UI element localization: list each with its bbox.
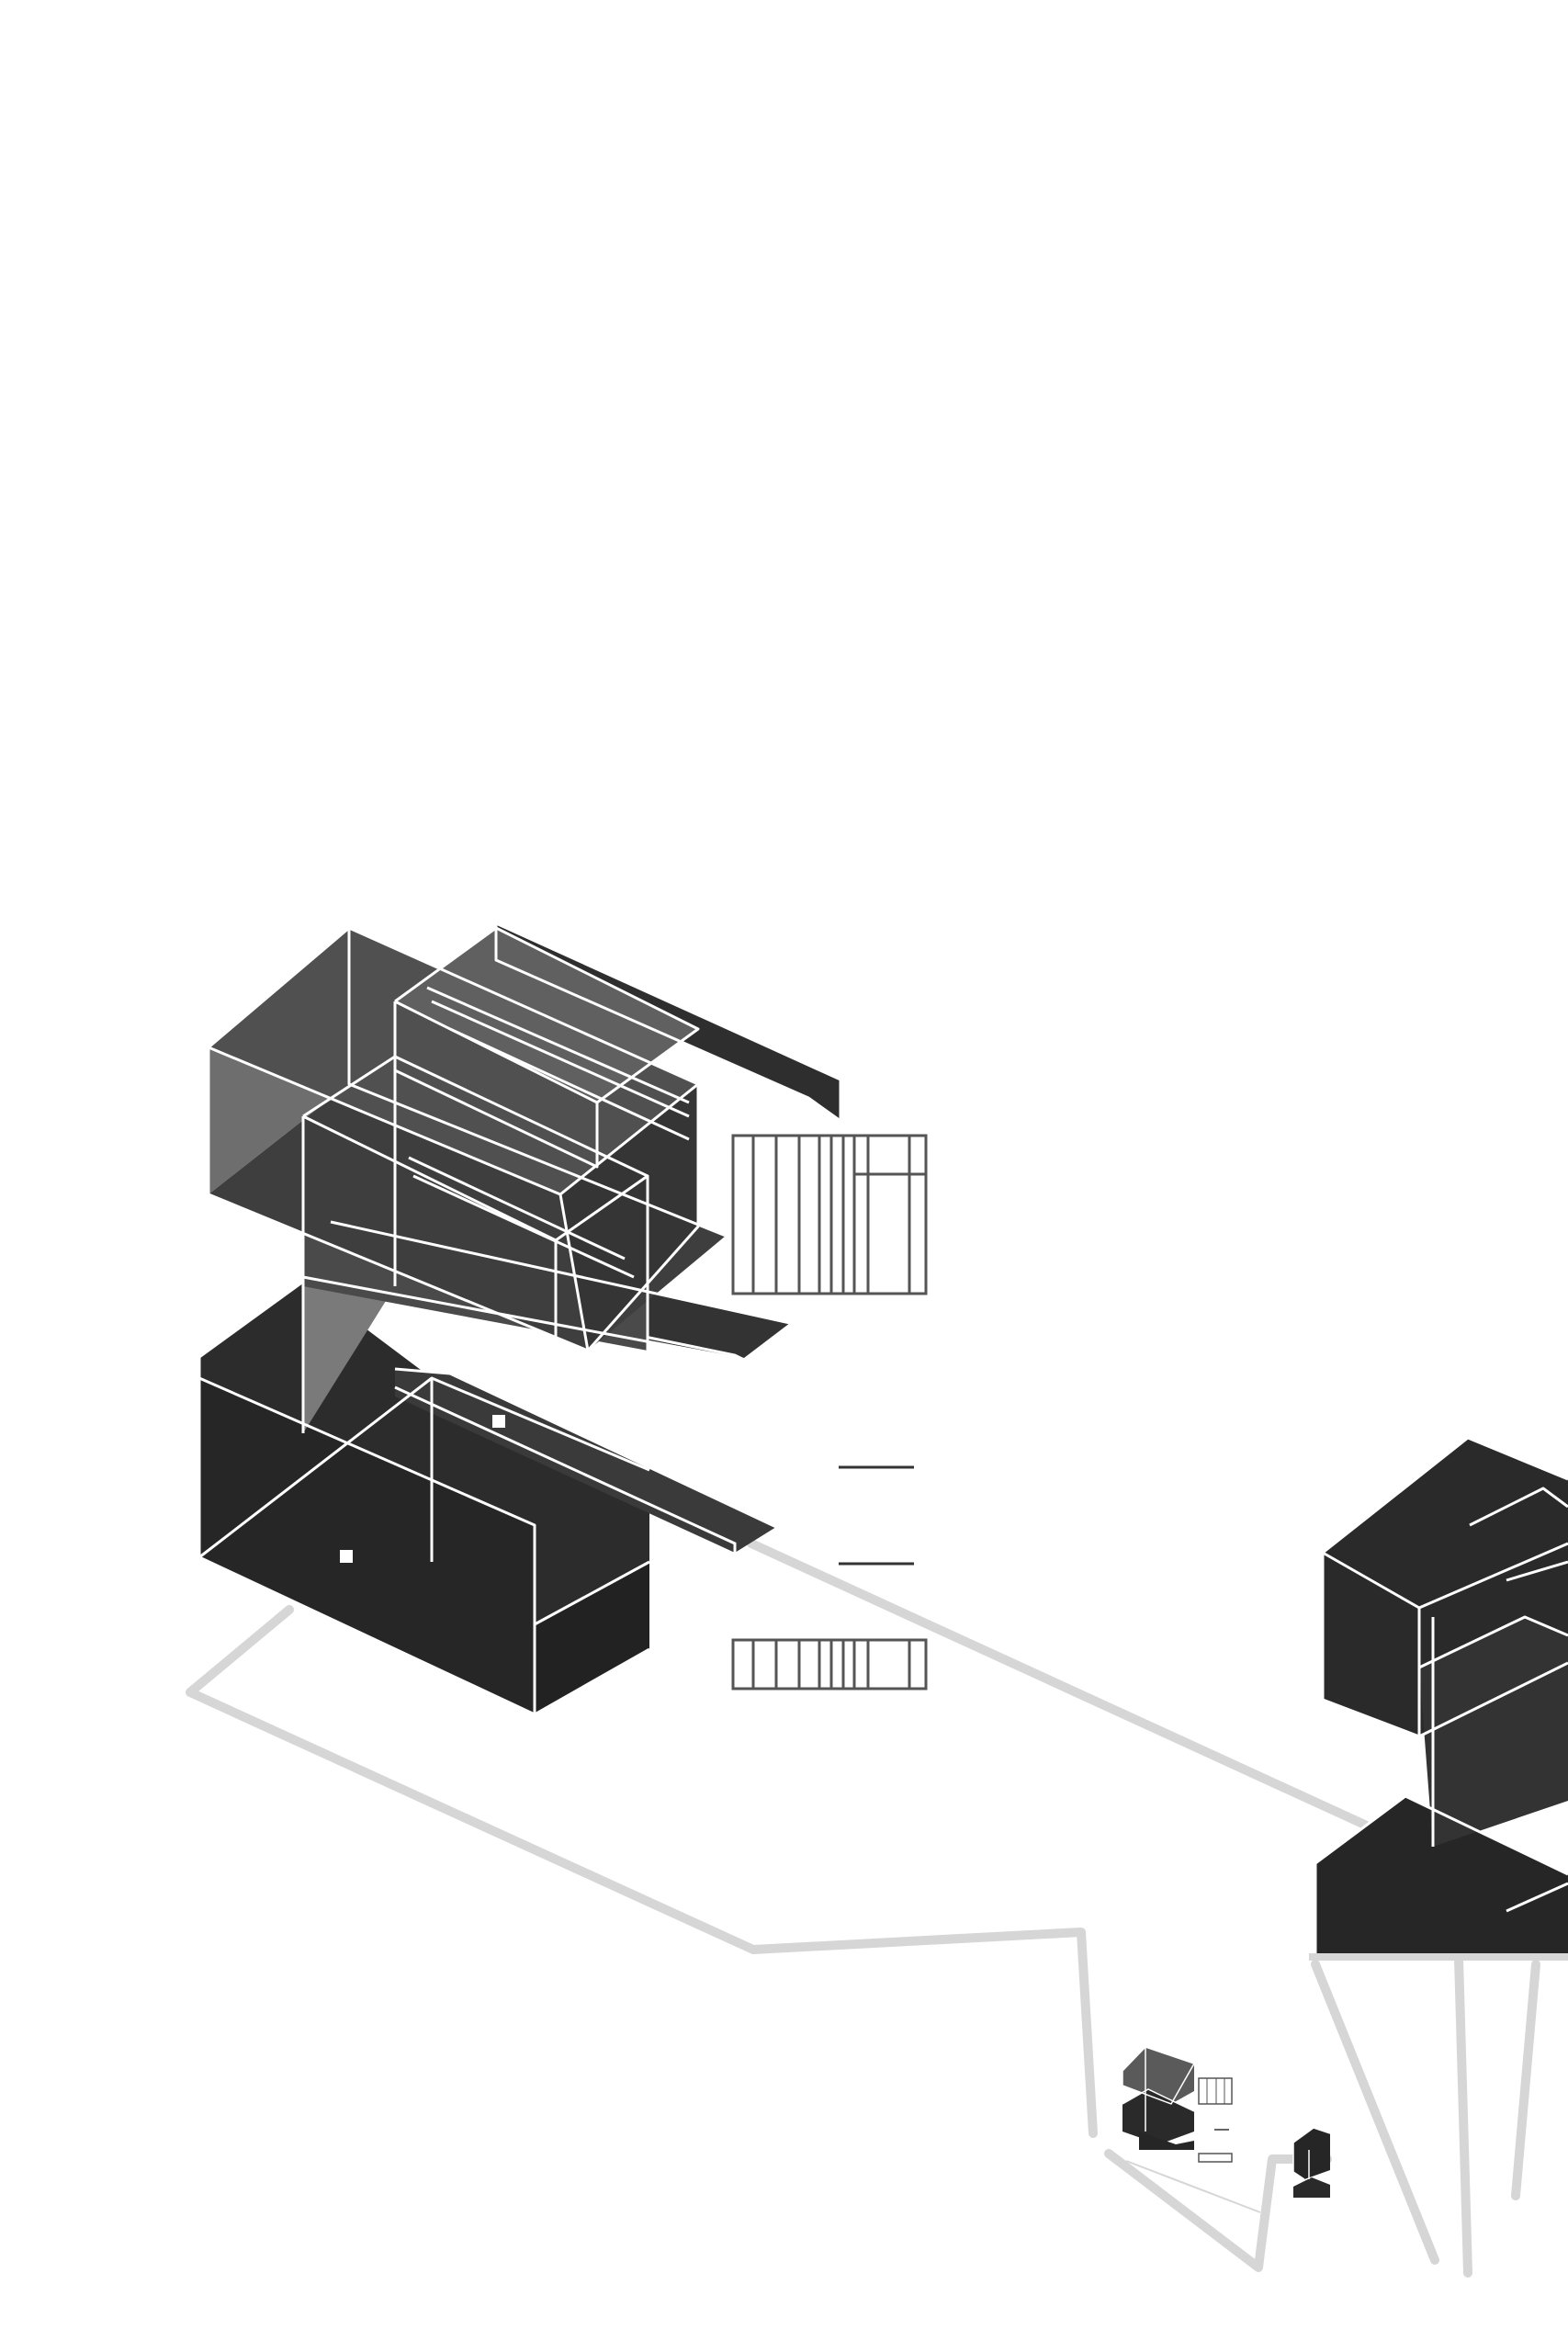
- isometric-building-model-icon: [197, 922, 842, 1716]
- right-wireframe-edges: [1314, 1436, 1568, 1957]
- site-path-ground-2: [1454, 1954, 1472, 2278]
- section-line-icon: [839, 1465, 914, 1566]
- site-outline-path-icon: [186, 1539, 1540, 2278]
- upper-box-right: [560, 1084, 698, 1351]
- facade-elevation-icon: [731, 1134, 928, 1295]
- lower-slab-edge: [394, 1385, 737, 1557]
- lower-slab: [395, 1369, 776, 1553]
- right-mid-box: [1419, 1617, 1568, 1847]
- detail-marker-1: [492, 1415, 505, 1428]
- site-path-main: [186, 1605, 1098, 2138]
- lower-block-shadow: [199, 1378, 535, 1714]
- right-lower-block: [1315, 1796, 1568, 1957]
- upper-box-top: [209, 928, 698, 1194]
- wireframe-edges: [197, 922, 842, 1716]
- detail-marker-2: [340, 1550, 353, 1563]
- site-path-connector: [747, 1539, 1373, 1831]
- lower-block-right-face: [535, 1562, 649, 1714]
- building-model-thumbnail-icon: [1122, 2046, 1331, 2213]
- site-path-ground-3: [1511, 1960, 1540, 2200]
- site-path-small-loop: [1104, 2149, 1332, 2272]
- facade-elevation-strip-icon: [731, 1638, 928, 1690]
- building-model-right: [1309, 1436, 1568, 1961]
- site-path-ground-1: [1311, 1960, 1439, 2265]
